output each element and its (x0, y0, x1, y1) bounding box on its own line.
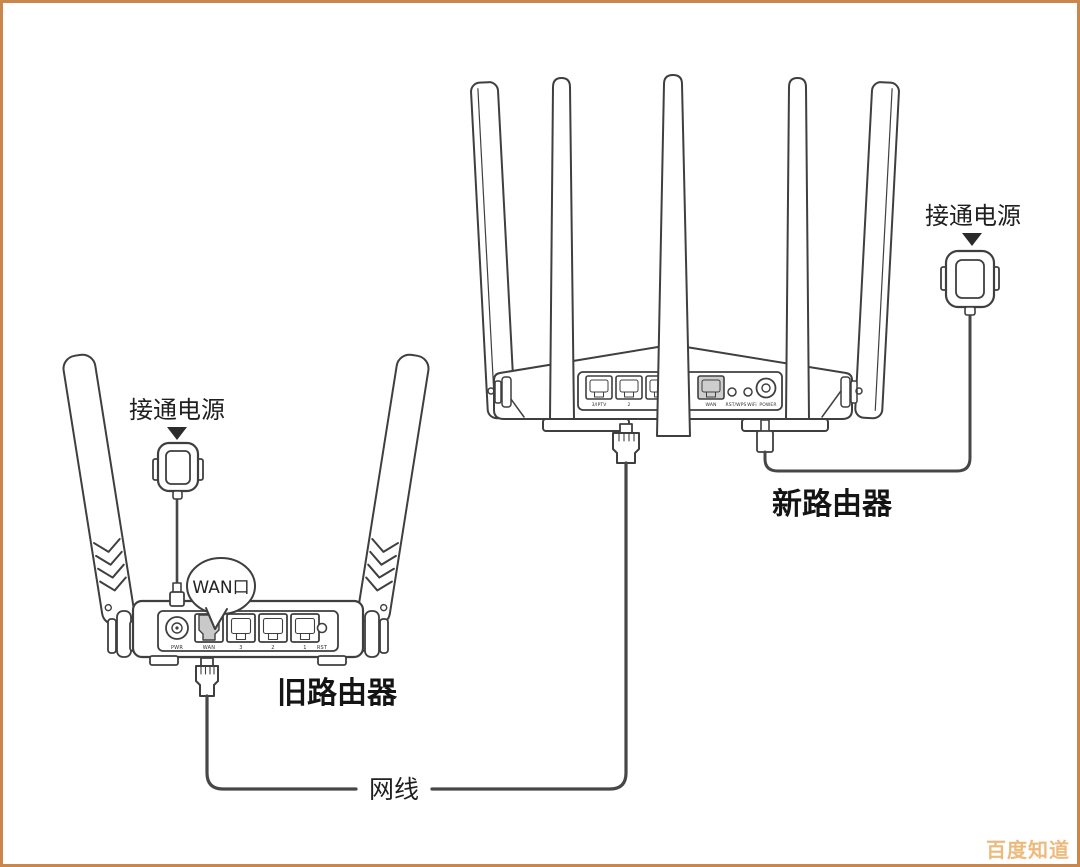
new-router-wifi-button (743, 387, 753, 397)
ethernet-cable (205, 461, 628, 791)
old-port-label-pwr: PWR (171, 645, 183, 651)
new-power-label: 接通电源 (925, 202, 1021, 230)
new-router-foot-left (542, 418, 630, 432)
new-power-cable (763, 313, 972, 473)
old-router: PWR WAN 3 2 1 RST (62, 353, 430, 697)
wan-callout-text: WAN口 (192, 578, 249, 598)
new-port-label-rstwps: RST/WPS (726, 402, 747, 408)
new-port-label-wan: WAN (706, 402, 717, 408)
new-router-antenna-2 (549, 77, 575, 420)
new-router-title: 新路由器 (772, 487, 893, 522)
new-port-label-3iptv: 3/IPTV (592, 402, 608, 408)
new-router-foot-right (741, 418, 829, 432)
new-router-rst-wps-button (727, 387, 737, 397)
old-router-pwr-jack (165, 616, 189, 640)
old-router-antenna-left (62, 353, 135, 626)
old-router-ethernet-plug (195, 657, 219, 697)
new-router: 3/IPTV 2 1 WAN RST/WPS WiFi POWER (470, 74, 900, 464)
old-dc-plug (169, 582, 185, 607)
new-router-mount-right (840, 376, 863, 408)
new-router-antenna-middle (656, 74, 691, 437)
old-router-foot-left (149, 655, 179, 666)
new-router-ethernet-plug (612, 423, 640, 464)
new-router-antenna-4 (785, 77, 810, 420)
old-port-label-rst: RST (317, 645, 328, 651)
new-port-label-wifi: WiFi (747, 402, 757, 408)
old-power-arrow-down-icon (167, 427, 187, 440)
old-port-label-1: 1 (303, 645, 306, 651)
old-router-title: 旧路由器 (277, 676, 398, 711)
old-router-rst-button (316, 622, 328, 634)
new-router-power-jack (755, 377, 777, 399)
old-port-label-wan: WAN (203, 645, 215, 651)
new-router-wan-port (697, 375, 725, 400)
old-port-label-2: 2 (271, 645, 274, 651)
old-router-hinge-left (107, 610, 138, 658)
cable-label: 网线 (369, 775, 419, 804)
new-router-antenna-far-left (470, 81, 516, 420)
new-power-adapter (940, 249, 1000, 316)
new-port-label-2: 2 (628, 402, 631, 408)
old-router-foot-right (317, 655, 347, 666)
wan-callout: WAN口 (186, 557, 256, 630)
old-router-lan-ports (226, 613, 320, 643)
old-router-antenna-right (357, 353, 430, 626)
new-router-mount-left (487, 376, 512, 408)
old-power-adapter (152, 441, 204, 500)
new-power-arrow-down-icon (962, 233, 982, 246)
watermark: 百度知道 (986, 838, 1070, 862)
old-port-label-3: 3 (239, 645, 242, 651)
new-router-antenna-far-right (854, 81, 900, 420)
new-port-label-power: POWER (759, 402, 776, 408)
old-power-label: 接通电源 (129, 396, 225, 424)
